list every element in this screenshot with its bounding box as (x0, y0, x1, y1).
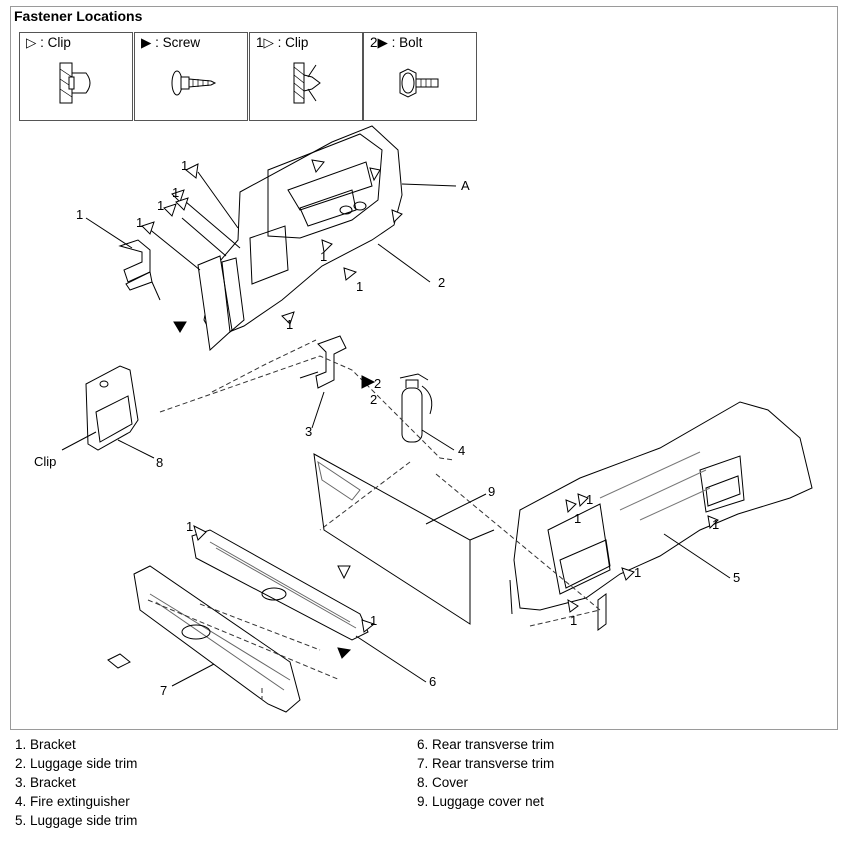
callout-1: 1 (712, 517, 720, 532)
callout-1: 1 (136, 215, 144, 230)
legend-item: 2. Luggage side trim (15, 756, 138, 771)
callout-a: A (461, 178, 470, 193)
fastener-label: 1▷ : Clip (256, 35, 309, 50)
exploded-diagram (61, 125, 813, 713)
callout-1: 1 (186, 519, 194, 534)
page-title: Fastener Locations (14, 8, 143, 24)
fastener-key-clip: ▷ : Clip (19, 32, 133, 121)
callout-4: 4 (458, 443, 466, 458)
fastener-label: 2▶ : Bolt (370, 35, 423, 50)
callout-leaders (61, 171, 731, 687)
callout-2: 2 (370, 392, 378, 407)
callout-1: 1 (356, 279, 364, 294)
fire-extinguisher (399, 373, 433, 443)
clip-icon (59, 62, 91, 104)
fastener-key-bolt: 2▶ : Bolt (363, 32, 477, 121)
cover-8 (85, 365, 139, 451)
bolt-icon (399, 68, 439, 98)
callout-1: 1 (181, 158, 189, 173)
legend-item: 9. Luggage cover net (417, 794, 544, 809)
fastener-label: ▶ : Screw (141, 35, 201, 50)
callout-1: 1 (76, 207, 84, 222)
legend-item: 5. Luggage side trim (15, 813, 138, 828)
legend-item: 1. Bracket (15, 737, 76, 752)
dashed-leader-lines (147, 339, 602, 700)
legend-item: 6. Rear transverse trim (417, 737, 555, 752)
legend-right: 6. Rear transverse trim 7. Rear transver… (417, 735, 554, 811)
luggage-cover-net (313, 453, 495, 625)
screw-icon (171, 70, 217, 96)
callout-1: 1 (586, 492, 594, 507)
legend-item: 8. Cover (417, 775, 469, 790)
fastener-key-clip-1: 1▷ : Clip (249, 32, 363, 121)
legend-item: 3. Bracket (15, 775, 76, 790)
fastener-label: ▷ : Clip (26, 35, 71, 50)
fastener-key-screw: ▶ : Screw (134, 32, 248, 121)
callout-1: 1 (172, 185, 180, 200)
luggage-side-trim-left (197, 125, 403, 352)
callout-6: 6 (429, 674, 437, 689)
bracket-3 (299, 335, 347, 389)
callout-5: 5 (733, 570, 741, 585)
callout-2: 2 (374, 376, 382, 391)
rear-transverse-trim-7 (107, 565, 301, 713)
callout-9: 9 (488, 484, 496, 499)
legend-item: 4. Fire extinguisher (15, 794, 130, 809)
callout-1: 1 (157, 198, 165, 213)
bracket-1 (118, 239, 161, 301)
screw-markers (173, 321, 376, 659)
clip-markers (141, 159, 719, 633)
callout-8: 8 (156, 455, 164, 470)
callout-1: 1 (286, 317, 294, 332)
callout-1: 1 (370, 613, 378, 628)
callout-7: 7 (160, 683, 168, 698)
rear-transverse-trim-6 (191, 529, 369, 641)
callout-1: 1 (320, 249, 328, 264)
clip-1-icon (293, 62, 321, 104)
callout-1: 1 (634, 565, 642, 580)
luggage-side-trim-right (509, 401, 813, 631)
diagram-frame (10, 6, 838, 730)
legend-left: 1. Bracket 2. Luggage side trim 3. Brack… (15, 735, 137, 830)
callout-3: 3 (305, 424, 313, 439)
legend-item: 7. Rear transverse trim (417, 756, 555, 771)
callout-2: 2 (438, 275, 446, 290)
callout-clip: Clip (34, 454, 57, 469)
callout-1: 1 (570, 613, 578, 628)
callout-1: 1 (574, 511, 582, 526)
